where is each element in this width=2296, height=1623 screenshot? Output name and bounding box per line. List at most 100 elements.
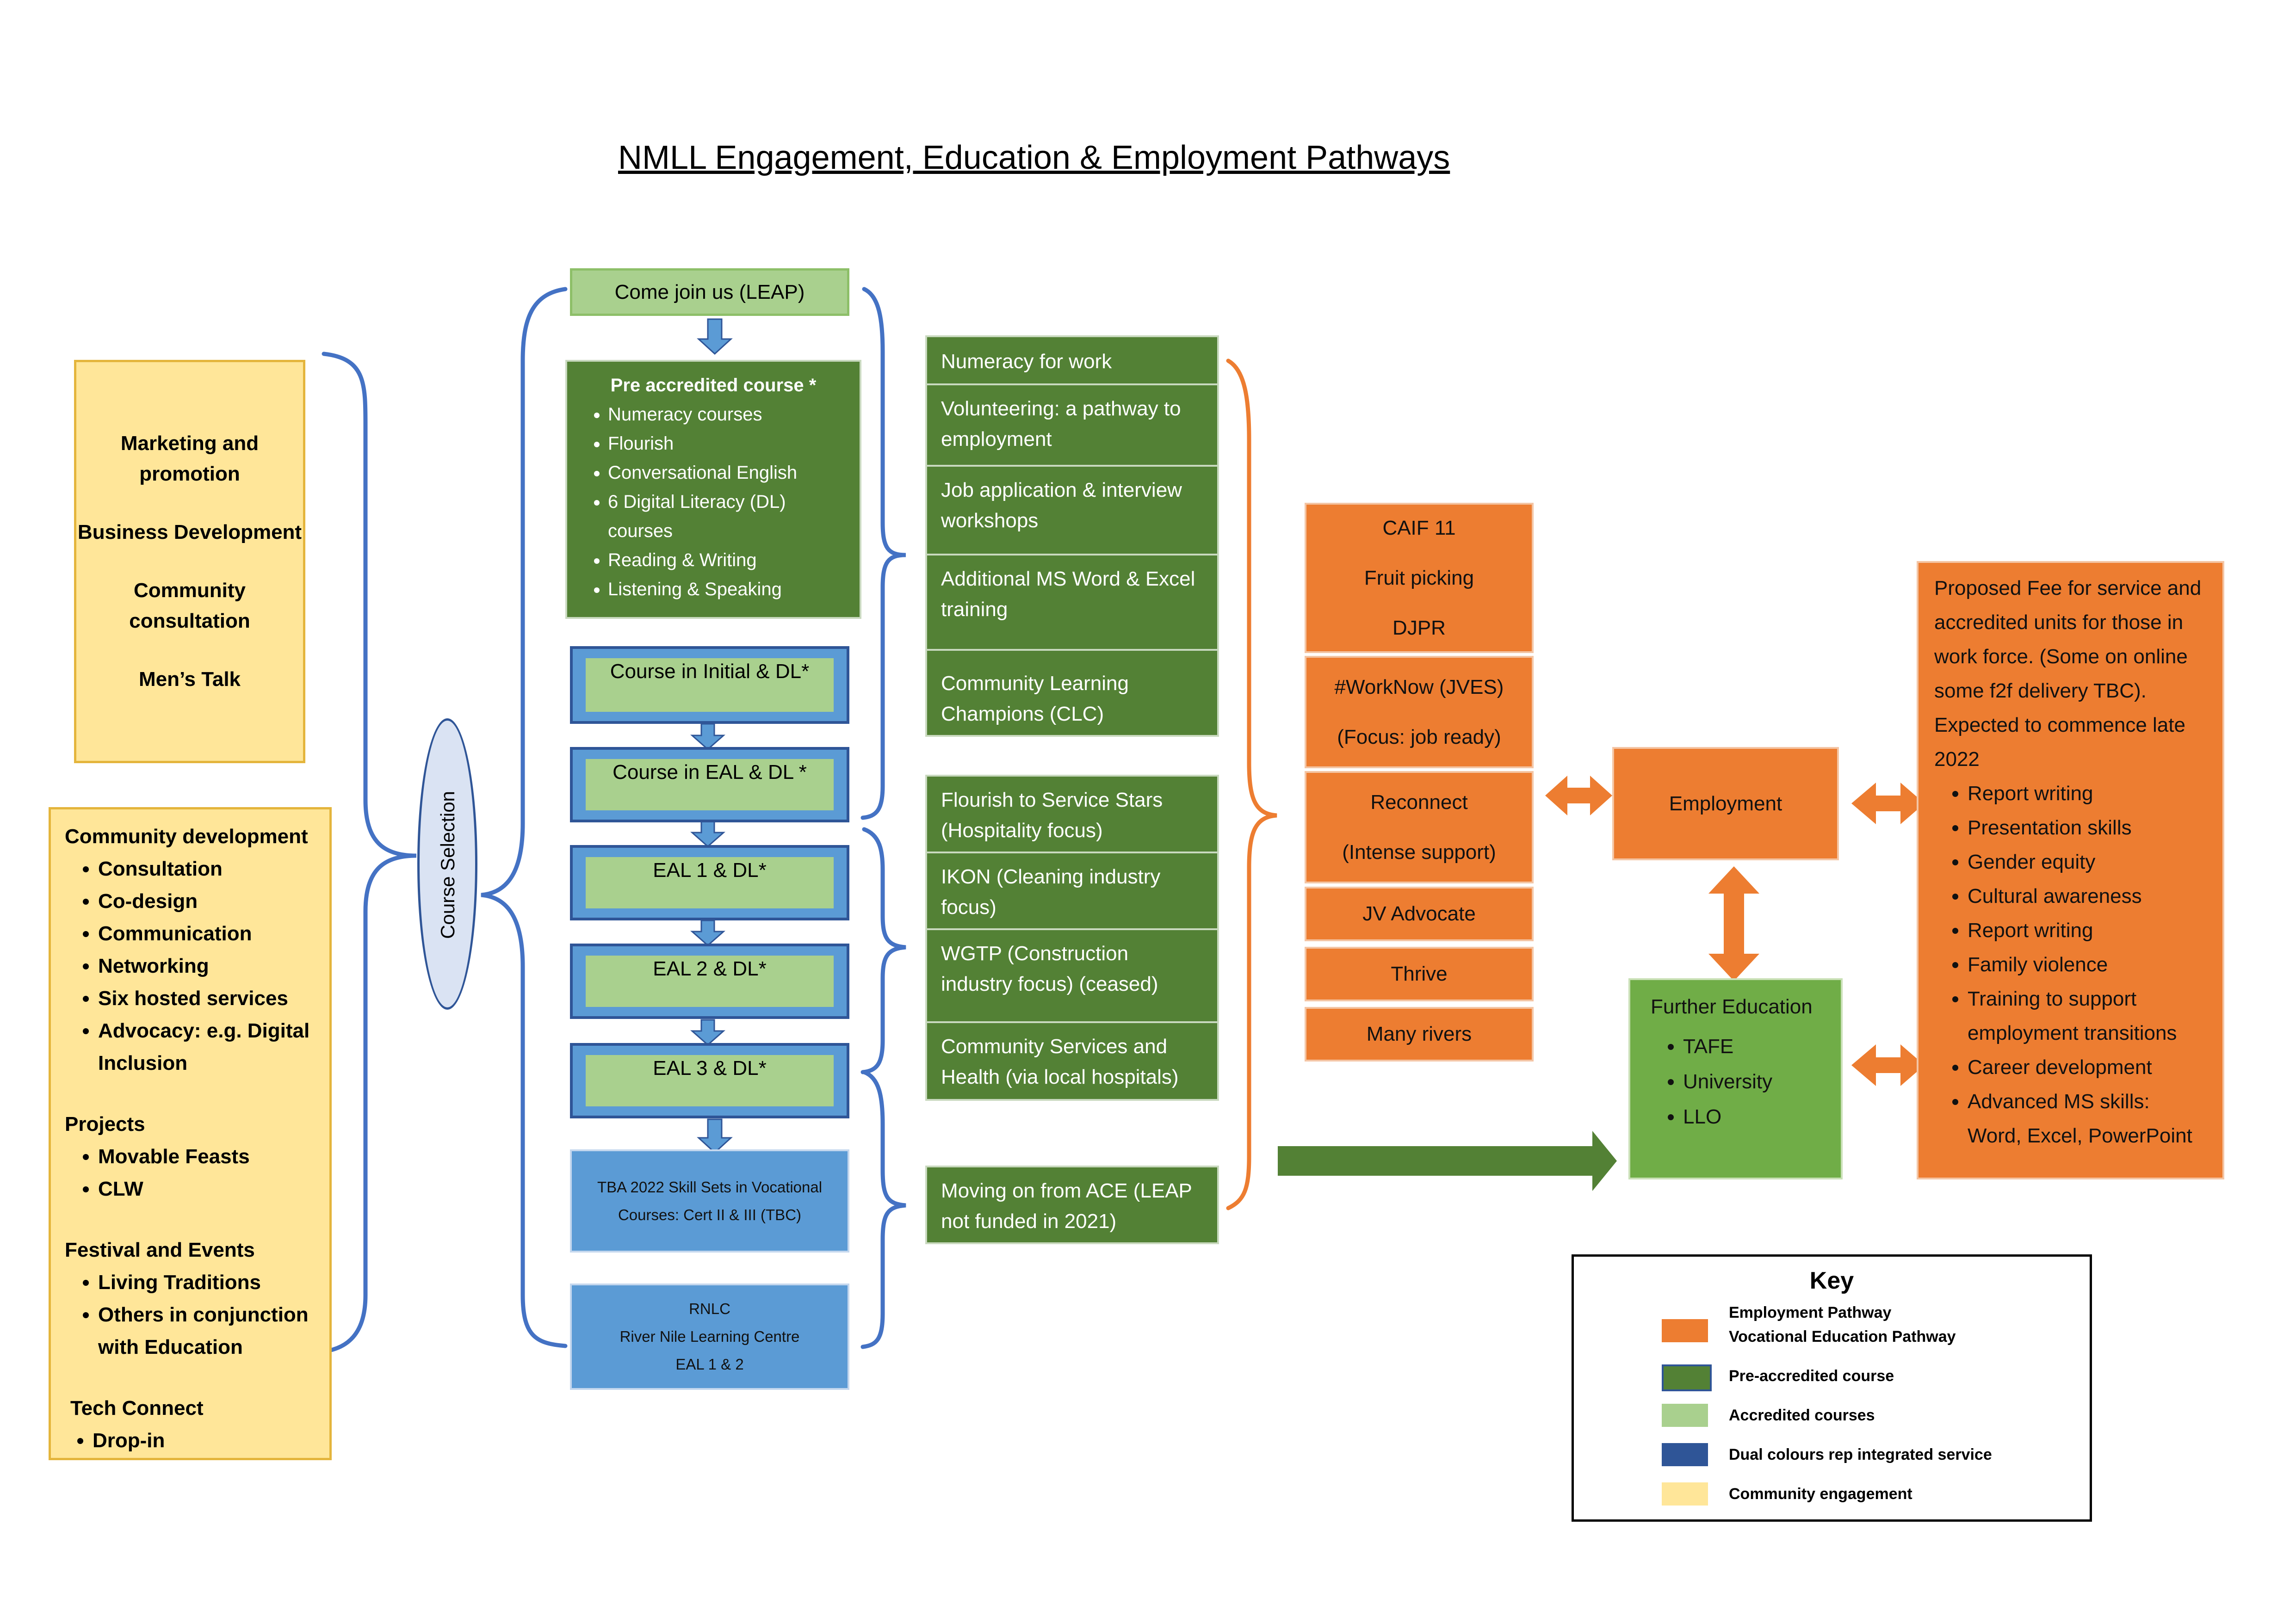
rnlc-box: RNLC River Nile Learning Centre EAL 1 & …	[570, 1284, 849, 1390]
list-item: Listening & Speaking	[608, 575, 848, 604]
proposed-fee-box: Proposed Fee for service and accredited …	[1917, 561, 2224, 1179]
legend-swatch	[1662, 1319, 1708, 1342]
legend-swatch	[1662, 1482, 1708, 1506]
down-arrow-icon	[690, 919, 725, 947]
community-item: Business Development	[77, 521, 302, 543]
list-item: Presentation skills	[1968, 811, 2207, 845]
group-heading: Projects	[65, 1113, 145, 1135]
eal-step-box: EAL 1 & DL*	[570, 845, 849, 920]
rnlc-line: EAL 1 & 2	[675, 1356, 744, 1373]
eal-step-box: Course in Initial & DL*	[570, 646, 849, 724]
bracket-courses-lower	[860, 1070, 906, 1349]
eal-step-label: EAL 3 & DL*	[586, 1055, 834, 1106]
worknow-line: (Focus: job ready)	[1337, 725, 1501, 748]
bracket-courses-mid	[860, 827, 906, 1074]
list-item: Conversational English	[608, 458, 848, 488]
list-item: Six hosted services	[98, 982, 316, 1015]
list-item: Reading & Writing	[608, 546, 848, 575]
moving-on-box: Moving on from ACE (LEAP not funded in 2…	[925, 1166, 1219, 1244]
group-heading: Festival and Events	[65, 1239, 255, 1261]
list-item: LLO	[1683, 1099, 1820, 1135]
eal-step-box: EAL 2 & DL*	[570, 944, 849, 1019]
legend-label: Community engagement	[1729, 1485, 1912, 1503]
list-item: Co-design	[98, 885, 316, 918]
legend-label: Vocational Education Pathway	[1729, 1328, 1956, 1345]
list-item: Advanced MS skills: Word, Excel, PowerPo…	[1968, 1085, 2207, 1153]
list-item: 6 Digital Literacy (DL) courses	[608, 488, 848, 546]
legend: Key Employment Pathway Vocational Educat…	[1572, 1254, 2092, 1522]
down-arrow-icon	[690, 821, 725, 848]
community-item: Marketing and promotion	[120, 432, 259, 485]
caif-line: DJPR	[1392, 616, 1446, 639]
list-item: Numeracy courses	[608, 400, 848, 429]
program-box: Numeracy for work	[925, 335, 1219, 385]
legend-swatch	[1662, 1364, 1712, 1391]
list-item: Report writing	[1968, 777, 2207, 811]
legend-label: Pre-accredited course	[1729, 1367, 1894, 1385]
reconnect-line: (Intense support)	[1342, 840, 1496, 864]
community-item: Community consultation	[129, 579, 250, 632]
list-item: Cultural awareness	[1968, 879, 2207, 913]
community-item: Men’s Talk	[138, 668, 241, 691]
program-box: Additional MS Word & Excel training	[925, 554, 1219, 651]
bracket-courses-left	[481, 287, 568, 1348]
reconnect-line: Reconnect	[1370, 790, 1468, 814]
jv-advocate-box: JV Advocate	[1305, 887, 1534, 941]
down-arrow-icon	[690, 723, 725, 751]
worknow-line: #WorkNow (JVES)	[1334, 675, 1504, 698]
pre-accredited-heading: Pre accredited course *	[610, 375, 817, 395]
list-item: Training to support employment transitio…	[1968, 982, 2207, 1050]
list-item: Networking	[98, 950, 316, 982]
community-box: Marketing and promotion Business Develop…	[74, 360, 305, 763]
double-arrow-icon	[1851, 783, 1925, 824]
group-heading: Community development	[65, 825, 308, 848]
double-arrow-icon	[1545, 776, 1612, 815]
eal-step-box: Course in EAL & DL *	[570, 747, 849, 822]
down-arrow-icon	[690, 1019, 725, 1046]
page-title: NMLL Engagement, Education & Employment …	[618, 139, 1450, 176]
list-item: Living Traditions	[98, 1266, 316, 1299]
legend-title: Key	[1809, 1267, 1854, 1294]
worknow-box: #WorkNow (JVES) (Focus: job ready)	[1305, 656, 1534, 768]
proposed-fee-text: Proposed Fee for service and accredited …	[1934, 577, 2202, 771]
reconnect-box: Reconnect (Intense support)	[1305, 771, 1534, 883]
list-item: Report writing	[1968, 913, 2207, 948]
legend-swatch	[1662, 1443, 1708, 1466]
list-item: Family violence	[1968, 948, 2207, 982]
list-item: University	[1683, 1064, 1820, 1099]
bracket-community	[322, 352, 417, 1354]
caif-line: CAIF 11	[1382, 516, 1456, 539]
legend-label: Accredited courses	[1729, 1407, 1875, 1424]
eal-step-box: EAL 3 & DL*	[570, 1043, 849, 1118]
list-item: Flourish	[608, 429, 848, 458]
thrive-box: Thrive	[1305, 947, 1534, 1001]
course-selection-label: Course Selection	[437, 791, 458, 939]
program-box: WGTP (Construction industry focus) (ceas…	[925, 928, 1219, 1023]
caif-box: CAIF 11 Fruit picking DJPR	[1305, 503, 1534, 653]
program-box: Job application & interview workshops	[925, 465, 1219, 555]
list-item: CLW	[98, 1173, 316, 1205]
list-item: TAFE	[1683, 1029, 1820, 1064]
group-heading: Tech Connect	[70, 1397, 204, 1419]
list-item: Drop-in	[93, 1425, 316, 1457]
employment-box: Employment	[1612, 747, 1839, 860]
come-join-box: Come join us (LEAP)	[570, 268, 849, 316]
legend-label: Employment Pathway	[1729, 1304, 1892, 1321]
down-arrow-icon	[697, 1118, 733, 1154]
list-item: Movable Feasts	[98, 1141, 316, 1173]
right-arrow-icon	[1278, 1131, 1617, 1191]
legend-label: Dual colours rep integrated service	[1729, 1446, 1992, 1463]
down-arrow-icon	[697, 318, 733, 355]
program-box: IKON (Cleaning industry focus)	[925, 852, 1219, 930]
eal-step-label: EAL 2 & DL*	[586, 956, 834, 1007]
pre-accredited-box: Pre accredited course * Numeracy courses…	[565, 360, 861, 619]
list-item: Consultation	[98, 853, 316, 885]
tba-skill-sets-text: TBA 2022 Skill Sets in Vocational Course…	[597, 1178, 823, 1223]
list-item: Communication	[98, 918, 316, 950]
program-box: Volunteering: a pathway to employment	[925, 383, 1219, 467]
list-item: Gender equity	[1968, 845, 2207, 879]
rnlc-line: RNLC	[689, 1300, 730, 1317]
program-box: Community Learning Champions (CLC)	[925, 649, 1219, 737]
legend-swatch	[1662, 1404, 1708, 1427]
